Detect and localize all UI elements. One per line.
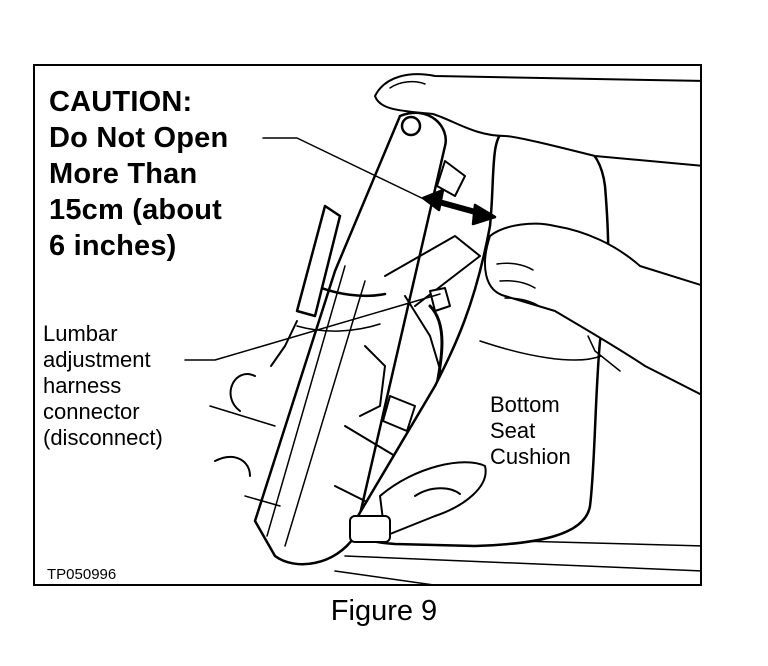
label-line: harness [43, 373, 122, 398]
caution-text: CAUTION: Do Not Open More Than 15cm (abo… [49, 84, 228, 264]
image-code: TP050996 [47, 566, 117, 583]
label-line: Cushion [490, 444, 571, 469]
label-line: (disconnect) [43, 425, 163, 450]
label-line: Lumbar [43, 321, 118, 346]
opening-arrow [421, 188, 497, 226]
label-line: Seat [490, 418, 536, 443]
figure-caption: Figure 9 [330, 595, 438, 627]
bottom-seat-cushion-label: Bottom Seat Cushion [490, 392, 571, 470]
hand-right [484, 222, 700, 396]
leader-lines [184, 137, 621, 372]
label-line: Bottom [490, 392, 560, 417]
caution-line: More Than [49, 158, 198, 190]
caution-line: CAUTION: [49, 86, 193, 118]
caution-line: 6 inches) [49, 230, 177, 262]
caution-line: 15cm (about [49, 194, 223, 226]
label-line: connector [43, 399, 140, 424]
hand-top [374, 73, 700, 167]
seat-track [209, 204, 342, 507]
caution-line: Do Not Open [49, 122, 229, 154]
figure-frame: CAUTION: Do Not Open More Than 15cm (abo… [33, 64, 702, 586]
lumbar-connector-label: Lumbar adjustment harness connector (dis… [43, 321, 163, 451]
label-line: adjustment [43, 347, 151, 372]
seat-illustration [184, 73, 700, 584]
